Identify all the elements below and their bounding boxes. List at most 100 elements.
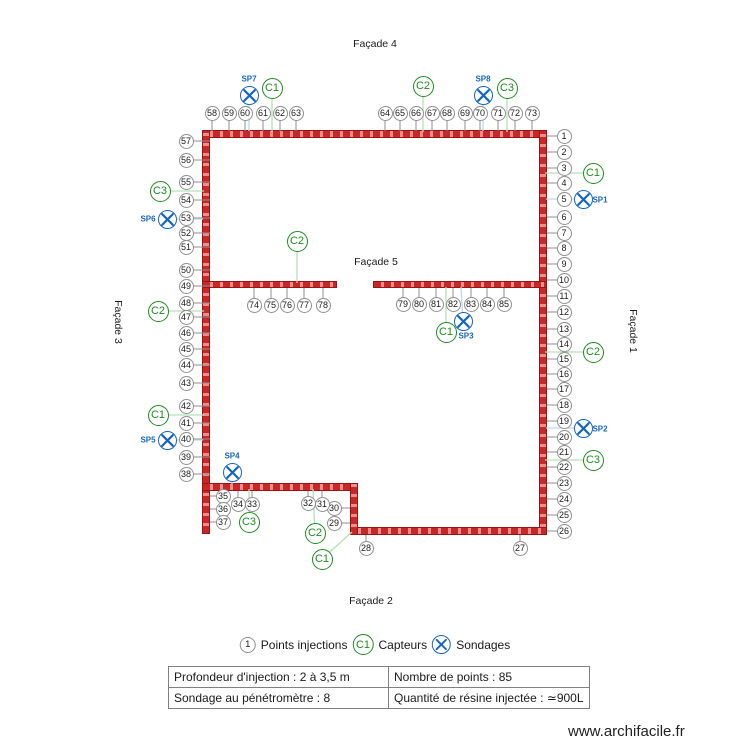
- sondage-marker-sp2: [573, 418, 593, 438]
- injection-point-84: 84: [479, 296, 495, 312]
- injection-point-73: 73: [524, 105, 540, 121]
- sondage-marker-sp7: [239, 85, 259, 105]
- x-icon: [160, 433, 174, 447]
- injection-point-57: 57: [178, 133, 194, 149]
- wall-facade-5-left-segment: [202, 281, 337, 288]
- injection-point-54: 54: [178, 192, 194, 208]
- injection-point-28: 28: [358, 540, 374, 556]
- sondage-label-sp1: SP1: [592, 195, 608, 205]
- sondage-label-sp2: SP2: [592, 424, 608, 434]
- injection-point-82: 82: [445, 296, 461, 312]
- wall-facade-3-left: [202, 130, 210, 534]
- injection-point-34: 34: [230, 496, 246, 512]
- injection-point-38: 38: [178, 466, 194, 482]
- injection-point-71: 71: [490, 105, 506, 121]
- sondage-label-sp8: SP8: [475, 74, 491, 84]
- injection-point-25: 25: [556, 507, 572, 523]
- facade-2-label: Façade 2: [349, 595, 393, 607]
- injection-point-9: 9: [556, 256, 572, 272]
- injection-point-15: 15: [556, 351, 572, 367]
- injection-point-60: 60: [237, 105, 253, 121]
- facade-4-label: Façade 4: [353, 38, 397, 50]
- sondage-label-sp6: SP6: [140, 214, 156, 224]
- injection-point-56: 56: [178, 152, 194, 168]
- legend-sondages-label: Sondages: [456, 637, 511, 652]
- injection-point-18: 18: [556, 397, 572, 413]
- injection-point-26: 26: [556, 523, 572, 539]
- injection-point-80: 80: [411, 296, 427, 312]
- injection-point-3: 3: [556, 160, 572, 176]
- capteur-marker-c2: C2: [412, 75, 434, 97]
- injection-point-35: 35: [215, 488, 231, 504]
- capteur-marker-c1: C1: [582, 162, 604, 184]
- injection-point-83: 83: [463, 296, 479, 312]
- injection-point-50: 50: [178, 262, 194, 278]
- injection-point-74: 74: [246, 297, 262, 313]
- sondage-marker-sp3: [453, 311, 473, 331]
- injection-point-24: 24: [556, 491, 572, 507]
- facade-5-label: Façade 5: [354, 256, 398, 268]
- capteur-marker-c2: C2: [286, 230, 308, 252]
- watermark: www.archifacile.fr: [568, 723, 685, 740]
- capteur-legend-icon: C1: [352, 634, 374, 655]
- injection-point-64: 64: [377, 105, 393, 121]
- injection-point-62: 62: [272, 105, 288, 121]
- injection-point-41: 41: [178, 415, 194, 431]
- injection-point-70: 70: [472, 105, 488, 121]
- injection-point-legend-icon: 1: [239, 636, 256, 653]
- injection-point-8: 8: [556, 240, 572, 256]
- injection-point-44: 44: [178, 357, 194, 373]
- injection-point-21: 21: [556, 444, 572, 460]
- sondage-marker-sp6: [157, 209, 177, 229]
- capteur-marker-c3: C3: [238, 511, 260, 533]
- resin-quantity-cell: Quantité de résine injectée : ≃900L: [388, 687, 590, 709]
- x-icon: [160, 212, 174, 226]
- injection-point-55: 55: [178, 174, 194, 190]
- capteur-marker-c2: C2: [147, 300, 169, 322]
- capteur-marker-c3: C3: [496, 77, 518, 99]
- injection-point-85: 85: [496, 296, 512, 312]
- injection-point-4: 4: [556, 175, 572, 191]
- legend: 1 Points injections C1 Capteurs Sondages: [239, 634, 511, 655]
- injection-point-17: 17: [556, 381, 572, 397]
- injection-point-76: 76: [279, 297, 295, 313]
- capteur-marker-c1: C1: [147, 404, 169, 426]
- points-count-cell: Nombre de points : 85: [388, 666, 590, 688]
- x-icon: [576, 421, 590, 435]
- injection-point-43: 43: [178, 375, 194, 391]
- injection-point-40: 40: [178, 431, 194, 447]
- x-icon: [476, 88, 490, 102]
- injection-point-46: 46: [178, 325, 194, 341]
- injection-point-66: 66: [408, 105, 424, 121]
- injection-point-29: 29: [326, 515, 342, 531]
- injection-point-27: 27: [512, 540, 528, 556]
- injection-point-58: 58: [204, 105, 220, 121]
- x-icon: [456, 314, 470, 328]
- sondage-label-sp4: SP4: [224, 451, 240, 461]
- injection-point-31: 31: [314, 496, 330, 512]
- injection-point-11: 11: [556, 288, 572, 304]
- injection-point-47: 47: [178, 309, 194, 325]
- injection-point-53: 53: [178, 210, 194, 226]
- injection-point-5: 5: [556, 191, 572, 207]
- injection-point-1: 1: [556, 128, 572, 144]
- injection-point-22: 22: [556, 459, 572, 475]
- x-icon: [225, 465, 239, 479]
- table-row: Profondeur d'injection : 2 à 3,5 m Nombr…: [168, 666, 590, 688]
- injection-point-79: 79: [395, 296, 411, 312]
- injection-point-19: 19: [556, 413, 572, 429]
- injection-point-2: 2: [556, 144, 572, 160]
- summary-table: Profondeur d'injection : 2 à 3,5 m Nombr…: [168, 666, 590, 709]
- wall-step-vertical: [350, 483, 358, 535]
- penetrometer-cell: Sondage au pénétromètre : 8: [168, 687, 389, 709]
- sondage-marker-sp1: [573, 189, 593, 209]
- capteur-marker-c1: C1: [311, 548, 333, 570]
- injection-point-6: 6: [556, 209, 572, 225]
- sondage-label-sp5: SP5: [140, 435, 156, 445]
- injection-point-33: 33: [244, 496, 260, 512]
- injection-point-32: 32: [300, 495, 316, 511]
- table-row: Sondage au pénétromètre : 8 Quantité de …: [168, 687, 590, 709]
- injection-point-48: 48: [178, 295, 194, 311]
- capteur-marker-c2: C2: [582, 341, 604, 363]
